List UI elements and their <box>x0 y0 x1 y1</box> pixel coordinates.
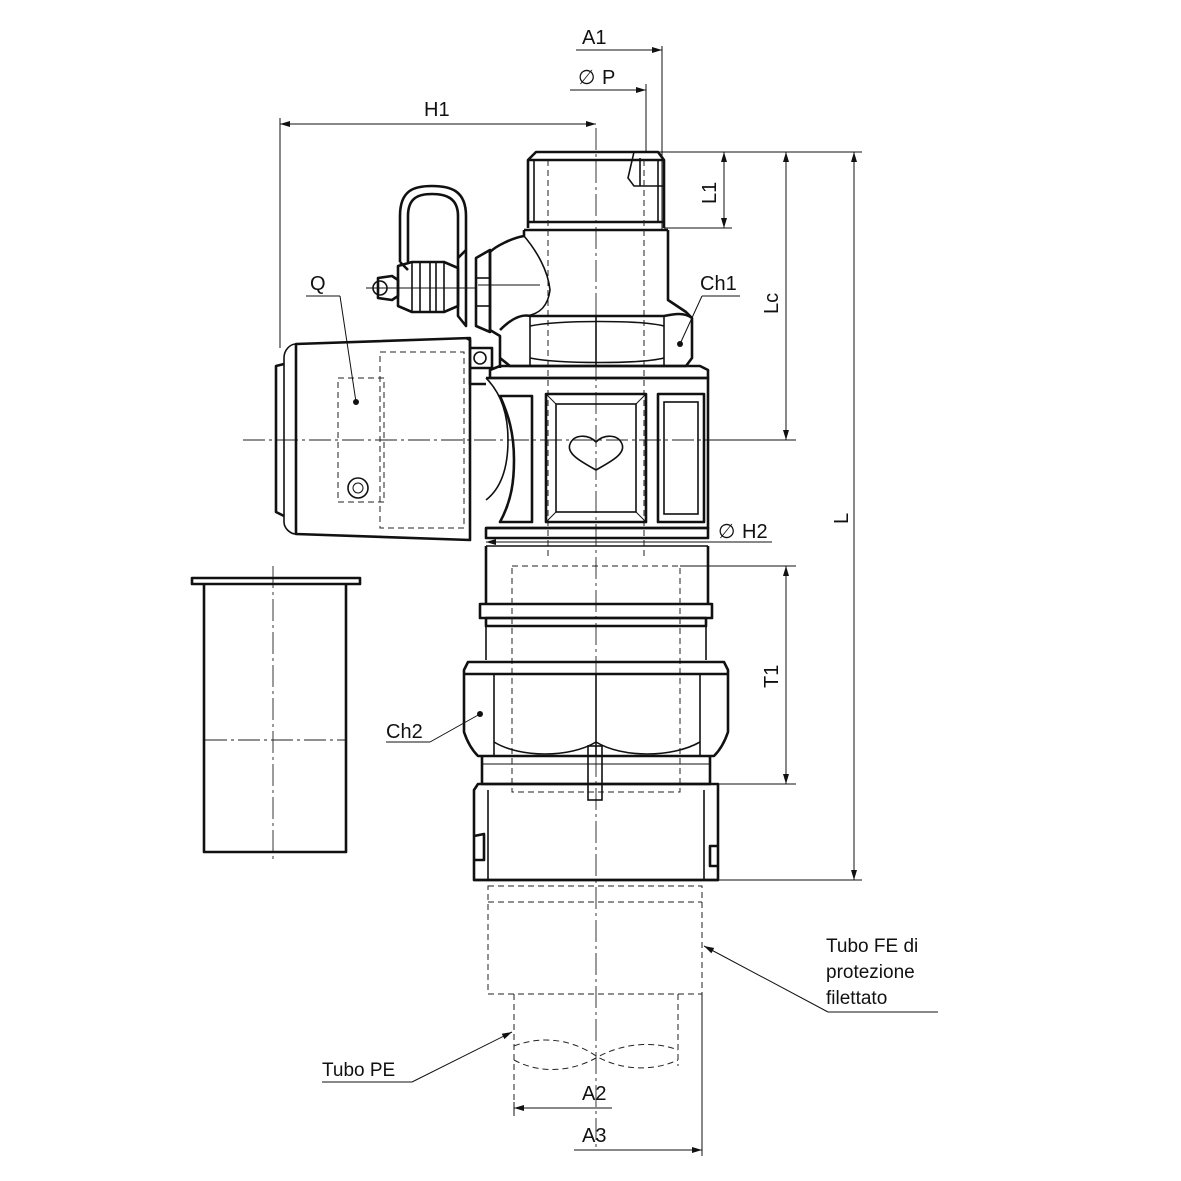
lower-nut-ch2 <box>462 660 730 801</box>
labels: A1 ∅ P H1 L1 Lc Ch1 Q ∅ H2 L T1 Ch2 A2 A… <box>310 27 918 1147</box>
label-q: Q <box>310 273 326 295</box>
lower-adapter <box>478 546 714 793</box>
label-a3: A3 <box>582 1125 606 1147</box>
bottom-socket <box>472 782 720 882</box>
label-h2: H2 <box>742 521 768 543</box>
left-sleeve <box>190 576 362 854</box>
valve-cap-q <box>274 184 494 542</box>
label-tubo-pe: Tubo PE <box>322 1060 395 1081</box>
label-h1: H1 <box>424 99 450 121</box>
label-p: P <box>602 67 615 89</box>
label-h2-symbol: ∅ <box>718 521 735 543</box>
label-tubo-fe-line1: Tubo FE di <box>826 936 918 957</box>
label-p-symbol: ∅ <box>578 67 595 89</box>
label-l: L <box>831 513 853 524</box>
label-tubo-fe-line2: protezione <box>826 962 915 983</box>
label-a1: A1 <box>582 27 606 49</box>
main-body <box>484 376 710 547</box>
label-l1: L1 <box>699 182 721 204</box>
upper-body-nut <box>474 230 710 380</box>
dimensions <box>279 46 862 1156</box>
center-lines <box>205 128 715 1150</box>
label-tubo-fe-line3: filettato <box>826 988 887 1009</box>
label-ch2: Ch2 <box>386 721 423 743</box>
label-t1: T1 <box>761 665 783 688</box>
top-threaded-spigot <box>524 150 668 560</box>
label-ch1: Ch1 <box>700 273 737 295</box>
leader-lines <box>306 295 938 1083</box>
label-a2: A2 <box>582 1083 606 1105</box>
hidden-pipes <box>487 885 703 1110</box>
label-lc: Lc <box>761 293 783 314</box>
